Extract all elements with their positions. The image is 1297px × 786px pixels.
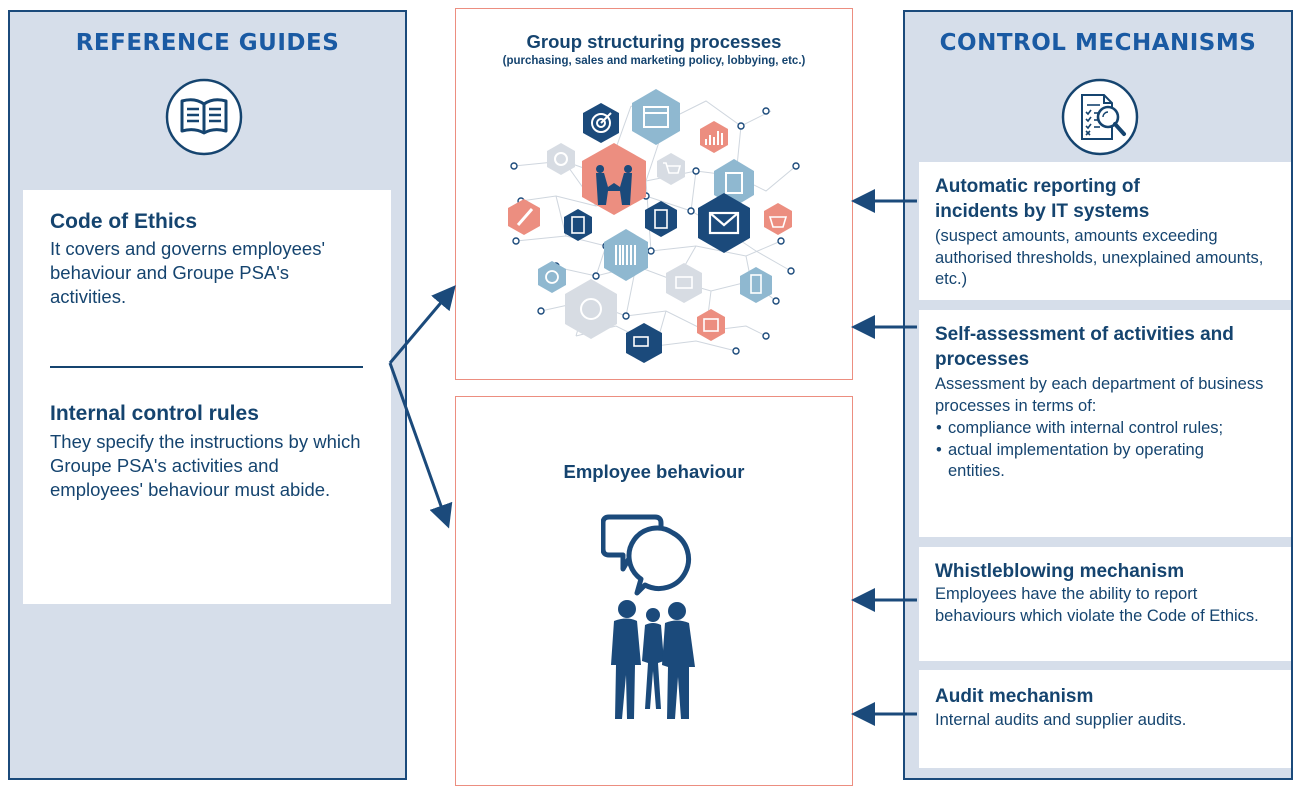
hex-pencil-icon <box>508 199 540 235</box>
control-card-whistleblowing: Whistleblowing mechanism Employees have … <box>919 547 1291 661</box>
hex-chart-icon <box>700 121 728 153</box>
control-item-bullets: compliance with internal control rules; … <box>935 418 1255 483</box>
arrow-to-processes <box>388 285 456 364</box>
control-item-title: Self-assessment of activities and proces… <box>935 324 1234 370</box>
hex-envelope-icon <box>698 193 750 253</box>
employee-behaviour-title: Employee behaviour <box>563 461 745 482</box>
control-item-title: Automatic reporting of incidents by IT s… <box>935 176 1150 222</box>
control-item-text: Employees have the ability to report beh… <box>935 585 1259 625</box>
bullet-item: actual implementation by operating entit… <box>935 440 1255 483</box>
people-group-icon <box>611 600 695 719</box>
control-item-title: Audit mechanism <box>935 686 1094 707</box>
hex-dollar-icon <box>538 261 566 293</box>
control-item-text: Internal audits and supplier audits. <box>935 711 1187 729</box>
internal-control-rules-title: Internal control rules <box>50 402 259 425</box>
bullet-item: compliance with internal control rules; <box>935 418 1255 440</box>
hex-card-icon <box>666 263 702 303</box>
code-of-ethics-text: It covers and governs employees' behavio… <box>50 238 326 307</box>
control-card-automatic-reporting: Automatic reporting of incidents by IT s… <box>919 162 1291 300</box>
hex-document-icon <box>564 209 592 241</box>
divider <box>50 366 363 368</box>
hex-calculator-icon <box>645 201 677 237</box>
speech-bubbles-icon <box>601 514 692 596</box>
hex-phone-icon <box>740 267 772 303</box>
control-item-text: Assessment by each department of busines… <box>935 375 1264 415</box>
reference-card: Code of Ethics It covers and governs emp… <box>23 190 391 604</box>
hex-target-icon <box>583 103 619 143</box>
open-book-icon <box>165 78 243 156</box>
processes-subtitle: (purchasing, sales and marketing policy,… <box>502 55 806 67</box>
control-item-title: Whistleblowing mechanism <box>935 561 1185 582</box>
internal-control-rules-text: They specify the instructions by which G… <box>50 431 361 500</box>
hex-handshake-icon <box>582 143 646 215</box>
employee-behaviour-box: Employee behaviour <box>455 396 853 786</box>
hex-barcode-icon <box>604 229 648 281</box>
hex-truck-icon <box>626 323 662 363</box>
control-mechanisms-title: CONTROL MECHANISMS <box>939 30 1257 56</box>
reference-guides-title: REFERENCE GUIDES <box>75 30 340 56</box>
control-item-text: (suspect amounts, amounts exceeding auth… <box>935 227 1264 288</box>
document-magnifier-icon <box>1061 78 1139 156</box>
hex-coin-icon <box>547 143 575 175</box>
hex-gift-icon <box>697 309 725 341</box>
control-card-audit: Audit mechanism Internal audits and supp… <box>919 670 1291 768</box>
hex-cart-icon <box>657 153 685 185</box>
hex-calendar-icon <box>632 89 680 145</box>
reference-guides-panel: REFERENCE GUIDES Code of Ethics It cover… <box>8 10 407 780</box>
arrow-to-behaviour <box>388 362 453 529</box>
control-card-self-assessment: Self-assessment of activities and proces… <box>919 310 1291 537</box>
hex-basket-icon <box>764 203 792 235</box>
process-network-graphic <box>508 89 800 363</box>
processes-title: Group structuring processes <box>526 31 782 52</box>
group-structuring-processes-box: Group structuring processes (purchasing,… <box>455 8 853 380</box>
hex-report-icon <box>565 279 617 339</box>
code-of-ethics-title: Code of Ethics <box>50 210 198 233</box>
